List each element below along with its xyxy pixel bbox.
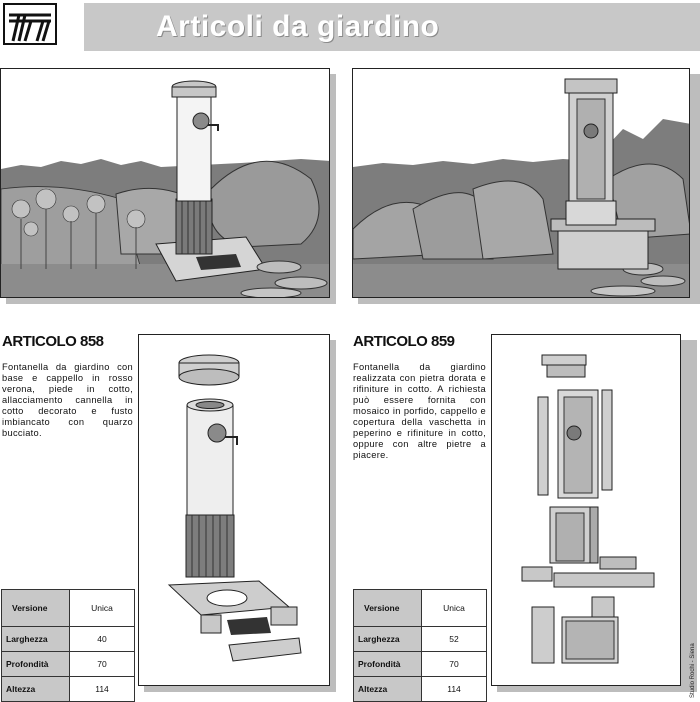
spec-value: 70 — [421, 651, 487, 677]
article-859-spec-table: Versione Unica Larghezza 52 Profondità 7… — [353, 589, 487, 702]
garden-scene-858-image — [0, 68, 330, 298]
table-row: Altezza 114 — [353, 676, 487, 702]
table-row: Altezza 114 — [1, 676, 135, 702]
spec-value: 114 — [69, 676, 135, 702]
spec-value: 70 — [69, 651, 135, 677]
table-row: Profondità 70 — [353, 651, 487, 677]
spec-label: Profondità — [1, 651, 70, 677]
garden-scene-859-image — [352, 68, 690, 298]
article-859-description: Fontanella da giardino realizzata con pi… — [353, 362, 486, 460]
spec-label: Larghezza — [353, 626, 422, 652]
spec-label: Versione — [353, 589, 422, 627]
article-858-spec-table: Versione Unica Larghezza 40 Profondità 7… — [1, 589, 135, 702]
table-row: Profondità 70 — [1, 651, 135, 677]
fountain-858-exploded-image — [138, 334, 330, 686]
article-859-title: ARTICOLO 859 — [353, 333, 455, 350]
fountain-859-exploded-image — [491, 334, 681, 686]
spec-label: Altezza — [1, 676, 70, 702]
table-row: Larghezza 52 — [353, 626, 487, 652]
spec-label: Profondità — [353, 651, 422, 677]
spec-value: Unica — [69, 589, 135, 627]
spec-value: 40 — [69, 626, 135, 652]
table-row: Versione Unica — [353, 589, 487, 627]
studio-credit: Studio Rochi - Siena — [690, 643, 696, 698]
table-row: Larghezza 40 — [1, 626, 135, 652]
spec-label: Altezza — [353, 676, 422, 702]
spec-label: Larghezza — [1, 626, 70, 652]
table-row: Versione Unica — [1, 589, 135, 627]
spec-label: Versione — [1, 589, 70, 627]
page-title: Articoli da giardino — [156, 10, 440, 43]
spec-value: 52 — [421, 626, 487, 652]
article-858-description: Fontanella da giardino con base e cappel… — [2, 362, 133, 438]
brand-logo-icon — [3, 3, 57, 45]
article-858-title: ARTICOLO 858 — [2, 333, 104, 350]
title-bar — [84, 3, 700, 51]
spec-value: 114 — [421, 676, 487, 702]
spec-value: Unica — [421, 589, 487, 627]
